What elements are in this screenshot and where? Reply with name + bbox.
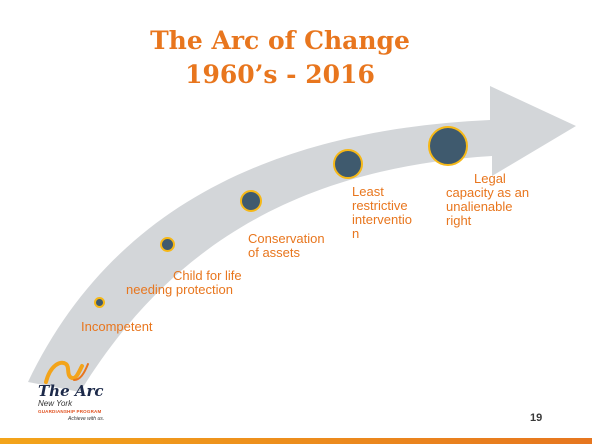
milestone-label-4: Least restrictive interventio n: [352, 185, 412, 241]
bottom-accent-bar: [0, 438, 592, 444]
milestone-label-5: Legal capacity as an unalienable right: [446, 172, 529, 228]
milestone-label-3-line-1: Conservation: [248, 231, 325, 246]
arc-logo-state: New York: [38, 399, 73, 408]
arc-arrow-shape: [28, 86, 576, 392]
slide-title-line-1: The Arc of Change: [150, 26, 410, 55]
milestone-label-2-line-1: Child for life: [173, 268, 242, 283]
milestone-dot-3: [240, 190, 262, 212]
milestone-label-5-line-2: capacity as an: [446, 185, 530, 200]
milestone-dot-2: [160, 237, 175, 252]
milestone-dot-5: [428, 126, 468, 166]
arc-logo-tagline: Achieve with us.: [68, 416, 105, 422]
milestone-label-1: Incompetent: [81, 320, 153, 334]
milestone-dot-1: [94, 297, 105, 308]
milestone-label-4-line-1: Least: [352, 184, 384, 199]
milestone-label-5-line-4: right: [446, 213, 472, 228]
milestone-label-2: Child for life needing protection: [126, 269, 242, 297]
slide-title: The Arc of Change 1960’s - 2016: [130, 24, 430, 92]
milestone-label-5-line-1: Legal: [474, 171, 506, 186]
milestone-label-3: Conservation of assets: [248, 232, 325, 260]
arc-logo-program: GUARDIANSHIP PROGRAM: [38, 409, 102, 414]
milestone-label-4-line-4: n: [352, 226, 360, 241]
milestone-label-4-line-3: interventio: [352, 212, 412, 227]
arc-logo: The Arc New York GUARDIANSHIP PROGRAM Ac…: [38, 356, 178, 428]
page-number: 19: [530, 412, 543, 424]
milestone-dot-4: [333, 149, 363, 179]
slide-title-line-2: 1960’s - 2016: [185, 60, 375, 89]
milestone-label-2-line-2: needing protection: [126, 282, 233, 297]
milestone-label-4-line-2: restrictive: [352, 198, 408, 213]
arc-logo-swoosh-icon: [44, 360, 89, 384]
milestone-label-3-line-2: of assets: [248, 245, 301, 260]
arc-logo-name: The Arc: [38, 382, 104, 400]
milestone-label-1-line: Incompetent: [81, 319, 153, 334]
milestone-label-5-line-3: unalienable: [446, 199, 513, 214]
